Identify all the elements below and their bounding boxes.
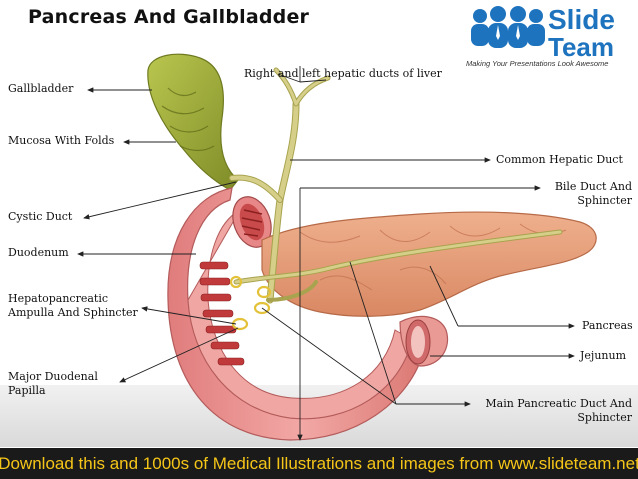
people-icon <box>471 6 545 48</box>
footer-banner: Download this and 1000s of Medical Illus… <box>0 448 638 479</box>
label-common-hepatic-duct: Common Hepatic Duct <box>496 153 623 166</box>
label-jejunum: Jejunum <box>580 349 627 362</box>
label-main-duct-line2: Sphincter <box>577 411 632 424</box>
label-main-pancreatic-duct: Main Pancreatic Duct And Sphincter <box>485 397 632 425</box>
page-title: Pancreas And Gallbladder <box>28 6 310 28</box>
footer-text: Download this and 1000s of Medical Illus… <box>0 453 638 473</box>
label-duodenum: Duodenum <box>8 246 69 259</box>
label-papilla-line1: Major Duodenal <box>8 370 98 383</box>
label-cystic-duct: Cystic Duct <box>8 210 73 223</box>
label-pancreas: Pancreas <box>582 319 633 332</box>
leader-lines <box>77 66 575 441</box>
logo-word-team: Team <box>548 32 614 62</box>
bile-ducts <box>229 67 563 304</box>
label-bile-line2: Sphincter <box>577 194 632 207</box>
label-bile-duct: Bile Duct And Sphincter <box>555 180 632 208</box>
gallbladder-organ <box>147 53 239 191</box>
label-bile-line1: Bile Duct And <box>554 180 632 193</box>
label-hepatic-ducts: Right and left hepatic ducts of liver <box>244 67 442 80</box>
label-gallbladder: Gallbladder <box>8 82 74 95</box>
slideteam-logo: Slide Team Making Your Presentations Loo… <box>466 4 636 70</box>
logo-tagline: Making Your Presentations Look Awesome <box>466 59 609 68</box>
logo-word-slide: Slide <box>548 4 615 35</box>
label-hepato-line2: Ampulla And Sphincter <box>8 306 138 319</box>
label-main-duct-line1: Main Pancreatic Duct And <box>485 397 632 410</box>
label-hepatopancreatic: Hepatopancreatic Ampulla And Sphincter <box>8 292 138 320</box>
label-hepato-line1: Hepatopancreatic <box>8 292 109 305</box>
pancreas-organ <box>261 211 597 317</box>
label-major-duodenal-papilla: Major Duodenal Papilla <box>8 370 98 398</box>
jejunum-organ <box>399 315 449 367</box>
label-mucosa-with-folds: Mucosa With Folds <box>8 134 115 147</box>
sphincter-bands <box>229 275 272 331</box>
duodenum-organ <box>167 187 435 441</box>
label-papilla-line2: Papilla <box>8 384 46 397</box>
